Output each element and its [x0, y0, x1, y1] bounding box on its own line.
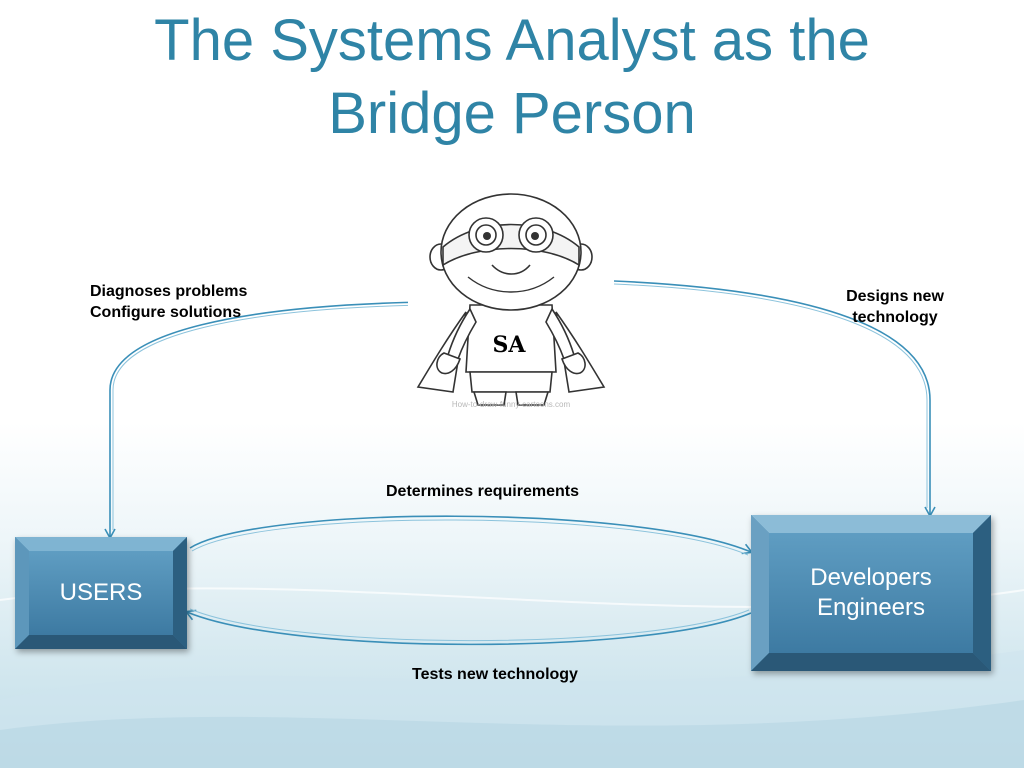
systems-analyst-figure: SA How-to-draw-funny-cartoons.com — [408, 187, 614, 417]
arrow-sa-to-developers — [613, 280, 936, 518]
designs-line-1: Designs new — [846, 288, 944, 305]
arrow-tests — [184, 609, 752, 646]
requirements-label: Determines requirements — [386, 483, 579, 500]
designs-label: Designs new technology — [820, 286, 970, 328]
bevel-frame — [751, 515, 991, 671]
developers-line-1: Developers — [810, 564, 932, 591]
title-line-2: Bridge Person — [328, 81, 696, 146]
slide-title: The Systems Analyst as the Bridge Person — [62, 4, 962, 150]
users-label: USERS — [29, 551, 173, 635]
shirt-text: SA — [492, 332, 526, 358]
diagnoses-line-1: Diagnoses problems — [90, 283, 248, 300]
diagnoses-label: Diagnoses problems Configure solutions — [90, 281, 247, 323]
developers-box: Developers Engineers — [751, 515, 991, 671]
users-box: USERS — [15, 537, 187, 649]
developers-line-2: Engineers — [816, 594, 926, 621]
bevel-frame — [15, 537, 187, 649]
title-line-1: The Systems Analyst as the — [154, 8, 870, 73]
arrow-sa-to-users — [104, 301, 429, 540]
designs-line-2: technology — [852, 309, 938, 326]
cartoon-character-icon — [416, 193, 606, 406]
developers-label: Developers Engineers — [769, 533, 973, 653]
diagnoses-line-2: Configure solutions — [90, 304, 242, 321]
watermark-text: How-to-draw-funny-cartoons.com — [451, 400, 571, 409]
tests-label: Tests new technology — [412, 666, 578, 683]
arrow-requirements — [189, 515, 754, 555]
